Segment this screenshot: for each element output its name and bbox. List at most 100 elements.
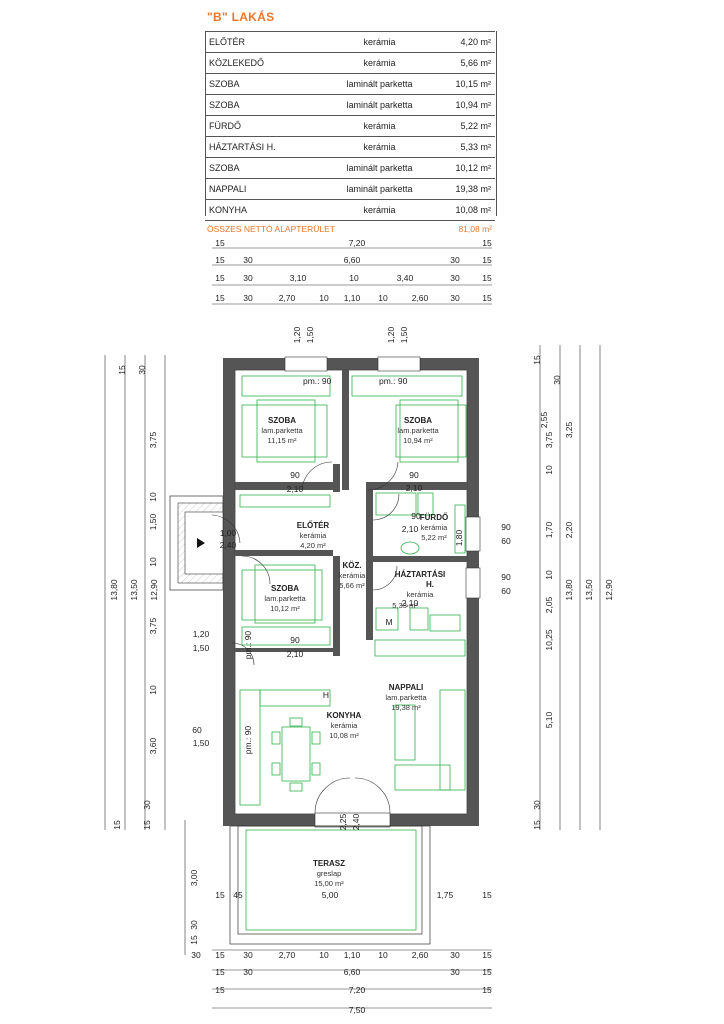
- room-area-szoba1: 11,15 m²: [267, 436, 297, 445]
- room-material: kerámia: [318, 136, 441, 158]
- opening-label-d150: 1,50: [193, 738, 210, 748]
- room-area-kozl: 5,66 m²: [339, 581, 365, 590]
- dimension-value: 15: [482, 293, 492, 303]
- dimension-value: 13,80: [564, 579, 574, 601]
- dimension-value: 15: [482, 255, 492, 265]
- dimension-value: 15: [117, 365, 127, 375]
- opening-label-h: H: [323, 690, 329, 700]
- room-material: kerámia: [318, 199, 441, 221]
- opening-label-d210: 2,10: [402, 598, 419, 608]
- total-label: ÖSSZES NETTÓ ALAPTERÜLET: [207, 224, 336, 234]
- dimension-value: 30: [450, 255, 460, 265]
- dimension-value: 2,70: [279, 950, 296, 960]
- dimension-value: 30: [243, 950, 253, 960]
- dimension-value: 7,50: [349, 1005, 366, 1015]
- dimension-value: 13,50: [129, 579, 139, 601]
- dimension-value: 10,25: [544, 629, 554, 651]
- dimension-value: 15: [482, 273, 492, 283]
- room-label-nappali: NAPPALI: [389, 683, 424, 692]
- dimension-value: 10: [349, 273, 359, 283]
- dimension-value: 15: [482, 890, 492, 900]
- room-area-nappali: 19,38 m²: [391, 703, 421, 712]
- dimension-value: 10: [378, 950, 388, 960]
- dimension-value: 30: [450, 967, 460, 977]
- dimension-value: 15: [142, 820, 152, 830]
- dimension-value: 15: [215, 950, 225, 960]
- opening-label-d210: 2,10: [287, 484, 304, 494]
- dimension-value: 1,75: [437, 890, 454, 900]
- room-material-terasz: greslap: [317, 869, 342, 878]
- opening-label-d210: 2,10: [406, 483, 423, 493]
- dimension-value: 15: [215, 255, 225, 265]
- opening-label-d210: 2,10: [287, 649, 304, 659]
- door-swings: [211, 461, 400, 814]
- opening-label-d150: 1,50: [193, 643, 210, 653]
- room-material: kerámia: [318, 115, 441, 137]
- dimension-value: 15: [482, 985, 492, 995]
- dimension-value: 13,50: [584, 579, 594, 601]
- opening-label-d90: 90: [501, 522, 511, 532]
- dimension-value: 3,40: [397, 273, 414, 283]
- room-name: ELŐTÉR: [205, 31, 318, 53]
- dimension-value: 1,50: [148, 513, 158, 530]
- room-label-haztartasi: HÁZTARTÁSI: [395, 570, 446, 579]
- opening-label-240-rot: 2,40: [351, 813, 361, 830]
- terrace-outline: [229, 825, 431, 945]
- top-dimension-lines: [212, 247, 492, 1009]
- room-area: 19,38 m²: [441, 178, 495, 200]
- room-area: 5,66 m²: [441, 52, 495, 74]
- dimension-value: 30: [450, 293, 460, 303]
- opening-label-d60: 60: [501, 586, 511, 596]
- room-area: 5,33 m²: [441, 136, 495, 158]
- room-material: kerámia: [318, 52, 441, 74]
- room-area: 10,94 m²: [441, 94, 495, 116]
- room-name: SZOBA: [205, 73, 318, 95]
- opening-label-d60: 60: [501, 536, 511, 546]
- top-windows: [284, 356, 421, 372]
- opening-label-d120: 1,20: [193, 629, 210, 639]
- room-name: KÖZLEKEDŐ: [205, 52, 318, 74]
- total-value: 81,08 m²: [458, 224, 492, 234]
- dimension-value: 30: [243, 967, 253, 977]
- dimension-value: 15: [112, 820, 122, 830]
- room-area-terasz: 15,00 m²: [314, 879, 344, 888]
- room-area-furdo: 5,22 m²: [421, 533, 447, 542]
- dimension-value: 2,60: [412, 293, 429, 303]
- opening-label-m: M: [385, 617, 392, 627]
- dimension-value: 15: [215, 238, 225, 248]
- room-name: SZOBA: [205, 157, 318, 179]
- room-material: laminált parketta: [318, 157, 441, 179]
- dimension-value: 10: [148, 685, 158, 695]
- dimension-value: 3,75: [544, 431, 554, 448]
- dimension-value: 7,20: [349, 985, 366, 995]
- dimension-value: 15: [532, 820, 542, 830]
- dimension-value: 1,10: [344, 950, 361, 960]
- dimension-value: 10: [378, 293, 388, 303]
- dimension-value: 3,25: [564, 421, 574, 438]
- furniture: [239, 375, 467, 931]
- room-area: 10,08 m²: [441, 199, 495, 221]
- dimension-value: 30: [243, 293, 253, 303]
- opening-label-pm-rot: pm.: 90: [243, 726, 253, 755]
- dimension-value: 2,60: [412, 950, 429, 960]
- opening-label-d90: 90: [411, 511, 421, 521]
- dimension-value: 3,60: [148, 737, 158, 754]
- dimension-value: 30: [191, 950, 201, 960]
- dimension-value: 12,90: [149, 579, 159, 601]
- room-area-szoba2: 10,94 m²: [403, 436, 433, 445]
- opening-label-120-rot: 1,20: [386, 326, 396, 343]
- room-area-szoba3: 10,12 m²: [270, 604, 300, 613]
- dimension-value: 30: [552, 375, 562, 385]
- room-material-nappali: lam.parketta: [385, 693, 427, 702]
- opening-label-d60: 60: [192, 725, 202, 735]
- room-name: KONYHA: [205, 199, 318, 221]
- opening-label-120-rot: 1,20: [292, 326, 302, 343]
- opening-label-d100: 1,00: [220, 528, 237, 538]
- room-label-eloter: ELŐTÉR: [297, 521, 330, 530]
- dimension-value: 2,55: [539, 411, 549, 428]
- interior-walls: [235, 370, 467, 656]
- opening-label-225-rot: 2,25: [338, 813, 348, 830]
- right-windows: [465, 516, 481, 599]
